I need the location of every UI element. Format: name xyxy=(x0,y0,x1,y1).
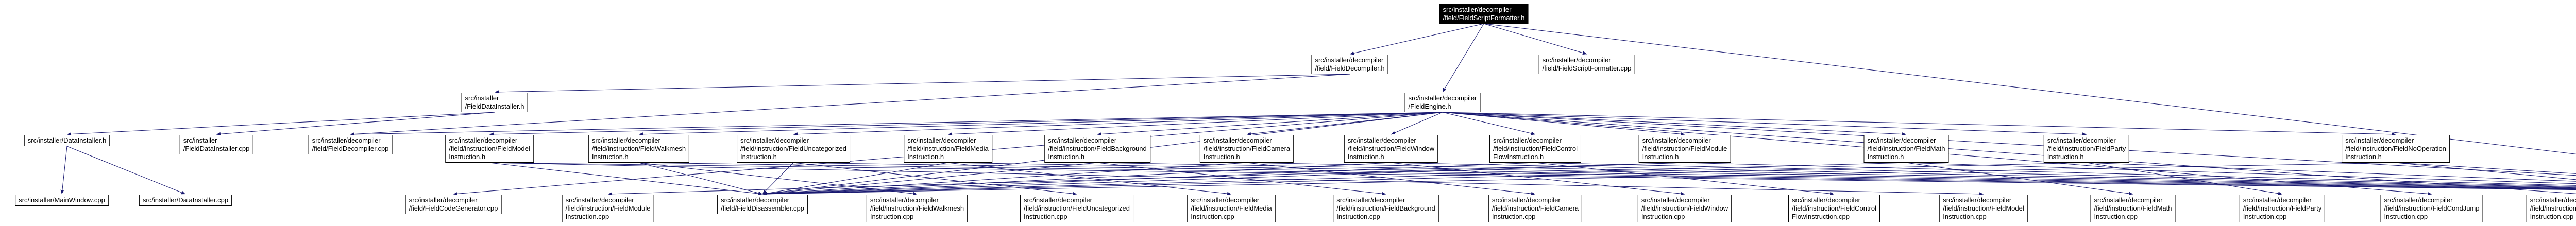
graph-node-file[interactable]: src/installer/DataInstaller.cpp xyxy=(139,195,232,206)
include-edge xyxy=(762,162,1685,196)
graph-node-file[interactable]: src/installer/decompiler /field/FieldScr… xyxy=(1538,55,1635,74)
include-edge xyxy=(1442,112,2396,136)
graph-node-file[interactable]: src/installer/decompiler /field/instruct… xyxy=(2090,195,2176,222)
include-edge xyxy=(762,162,794,195)
graph-node-file[interactable]: src/installer/decompiler /field/instruct… xyxy=(737,135,850,163)
include-edge xyxy=(1097,162,2576,189)
include-edge xyxy=(66,112,495,136)
include-edge xyxy=(1483,23,2576,154)
include-edge xyxy=(638,112,1443,136)
graph-node-file[interactable]: src/installer/decompiler /field/instruct… xyxy=(1638,135,1731,163)
graph-node-file[interactable]: src/installer/decompiler /field/instruct… xyxy=(2380,195,2483,222)
graph-node-file[interactable]: src/installer/decompiler /field/instruct… xyxy=(2526,195,2576,222)
graph-node-file[interactable]: src/installer/decompiler /field/instruct… xyxy=(1637,195,1732,222)
include-edge xyxy=(1391,162,2576,188)
graph-node-file[interactable]: src/installer/decompiler /field/instruct… xyxy=(1344,135,1438,163)
graph-node-file[interactable]: src/installer/decompiler /field/instruct… xyxy=(2342,135,2450,163)
include-edge xyxy=(607,162,1685,196)
graph-node-file[interactable]: src/installer/DataInstaller.h xyxy=(24,135,110,146)
include-edge xyxy=(1391,112,1443,135)
include-edge xyxy=(489,162,1984,196)
include-edge xyxy=(638,162,763,195)
include-edge xyxy=(2395,162,2576,174)
include-edge xyxy=(2395,162,2576,180)
include-edge xyxy=(1535,162,1835,196)
include-edge xyxy=(762,162,1098,196)
include-edge xyxy=(638,162,2576,190)
graph-node-file[interactable]: src/installer/decompiler /field/instruct… xyxy=(1020,195,1133,222)
graph-node-file[interactable]: src/installer/decompiler /field/FieldDis… xyxy=(717,195,808,214)
include-edge xyxy=(1097,112,1443,136)
include-edge xyxy=(947,162,2576,189)
include-edge xyxy=(762,162,1247,196)
include-edge xyxy=(1442,112,1536,135)
include-edge xyxy=(1246,162,1536,196)
graph-node-file[interactable]: src/installer/decompiler /field/instruct… xyxy=(866,195,968,222)
include-edge xyxy=(762,162,2087,196)
graph-node-file[interactable]: src/installer/decompiler /FieldEngine.h xyxy=(1404,93,1481,112)
graph-node-file[interactable]: src/installer/MainWindow.cpp xyxy=(15,195,109,206)
graph-node-file[interactable]: src/installer/decompiler /field/instruct… xyxy=(1489,135,1582,163)
include-edge xyxy=(2086,162,2576,182)
graph-node-file[interactable]: src/installer/decompiler /field/FieldDec… xyxy=(308,135,393,154)
include-edge xyxy=(66,146,186,195)
include-edge xyxy=(1684,162,2576,186)
include-edge xyxy=(947,112,1443,136)
include-edge xyxy=(1442,112,1685,136)
include-edge xyxy=(494,74,1350,94)
include-edge xyxy=(1442,23,1484,93)
include-edge xyxy=(1349,23,1484,55)
include-edge xyxy=(762,162,2396,196)
include-edge xyxy=(793,112,1443,136)
graph-node-file[interactable]: src/installer/decompiler /field/instruct… xyxy=(904,135,992,163)
include-edge xyxy=(762,162,1907,196)
graph-node-file[interactable]: src/installer/decompiler /field/instruct… xyxy=(1199,135,1294,163)
graph-node-file[interactable]: src/installer/decompiler /field/instruct… xyxy=(2043,135,2130,163)
include-edge xyxy=(1097,162,1386,196)
graph-node-file[interactable]: src/installer/decompiler /field/instruct… xyxy=(2239,195,2326,222)
graph-node-file[interactable]: src/installer/decompiler /field/instruct… xyxy=(1788,195,1880,222)
graph-node-file[interactable]: src/installer /FieldDataInstaller.h xyxy=(461,93,528,112)
include-edge xyxy=(1442,112,2576,176)
include-edge xyxy=(350,74,1350,136)
include-edge xyxy=(489,162,2576,190)
graph-node-file[interactable]: src/installer/decompiler /field/FieldDec… xyxy=(1311,55,1388,74)
graph-node-file[interactable]: src/installer/decompiler /field/instruct… xyxy=(445,135,534,163)
include-edge xyxy=(1483,23,1587,55)
graph-node-file[interactable]: src/installer /FieldDataInstaller.cpp xyxy=(179,135,253,154)
include-edge xyxy=(489,112,1443,136)
include-edge xyxy=(947,162,1232,196)
include-edge xyxy=(1906,162,2576,184)
include-edge xyxy=(1535,162,2576,187)
include-edge xyxy=(1391,162,1685,196)
include-edge xyxy=(489,162,763,196)
include-edge xyxy=(1442,112,2576,194)
include-edge xyxy=(1906,162,2133,196)
include-edge xyxy=(762,162,1392,196)
include-edge xyxy=(60,146,67,195)
include-edge xyxy=(350,112,1443,136)
include-edge xyxy=(2086,162,2283,196)
graph-node-file[interactable]: src/installer/decompiler /field/instruct… xyxy=(588,135,690,163)
graph-node-file[interactable]: src/installer/decompiler /field/FieldCod… xyxy=(405,195,502,214)
graph-node-file[interactable]: src/installer/decompiler /field/instruct… xyxy=(562,195,654,222)
include-edge xyxy=(1442,112,1907,136)
graph-node-file[interactable]: src/installer/decompiler /field/instruct… xyxy=(1044,135,1150,163)
include-edge xyxy=(1442,112,2087,136)
graph-node-file[interactable]: src/installer/decompiler /field/instruct… xyxy=(1488,195,1583,222)
graph-node-file[interactable]: src/installer/decompiler /field/instruct… xyxy=(1939,195,2028,222)
graph-node-file[interactable]: src/installer/decompiler /field/instruct… xyxy=(1333,195,1439,222)
graph-node-file[interactable]: src/installer/decompiler /field/instruct… xyxy=(1863,135,1949,163)
graph-node-current-file[interactable]: src/installer/decompiler /field/FieldScr… xyxy=(1439,4,1529,24)
graph-node-file[interactable]: src/installer/decompiler /field/instruct… xyxy=(1187,195,1276,222)
include-edge xyxy=(216,112,495,136)
